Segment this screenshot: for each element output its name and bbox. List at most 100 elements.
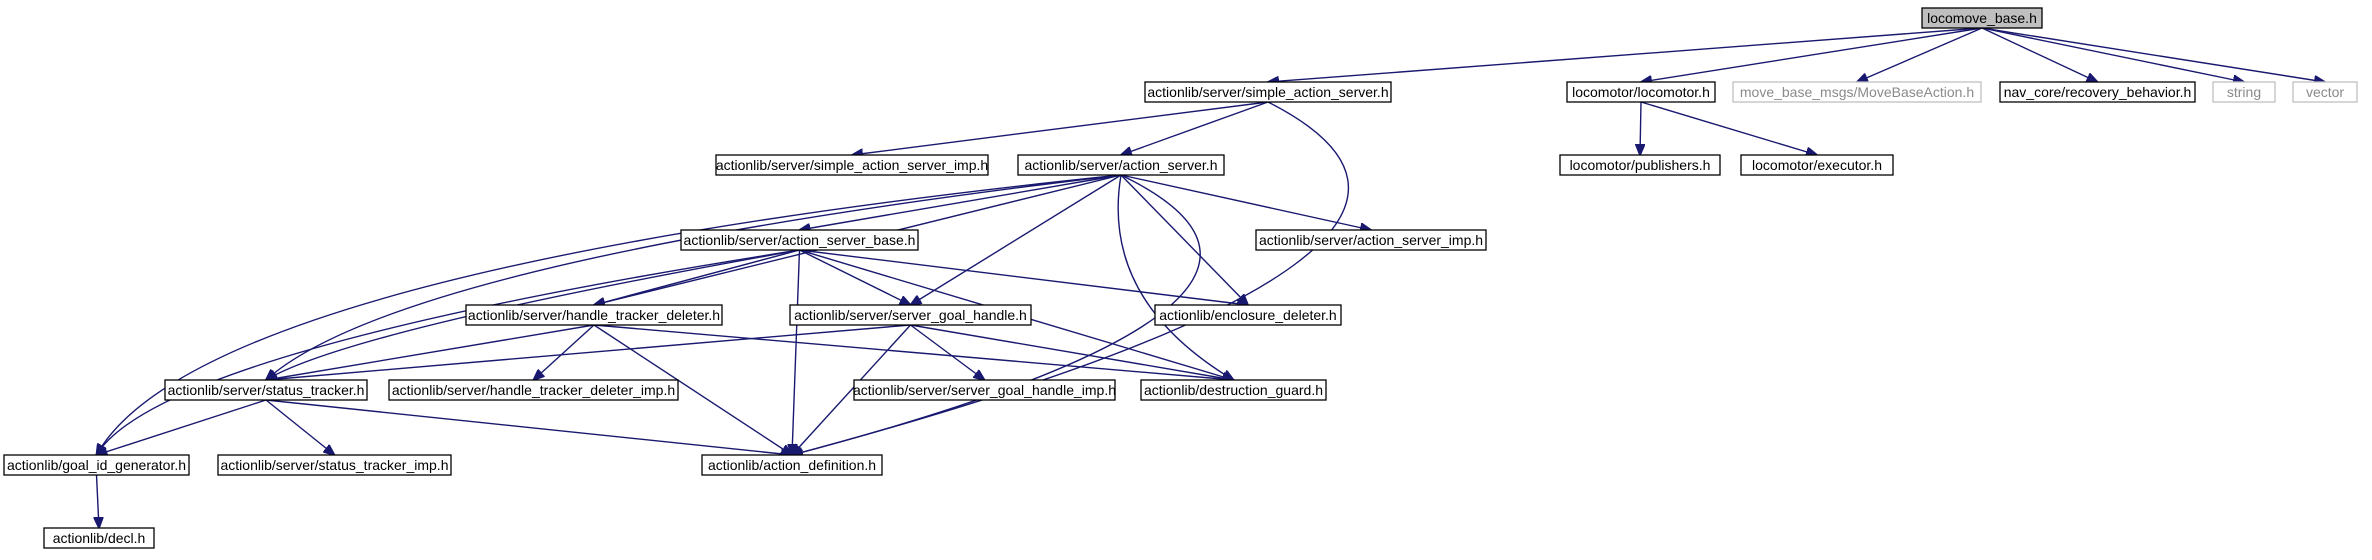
edge-action-server-h-to-destruction-guard-h [1117,174,1233,380]
node-label: locomotor/executor.h [1752,157,1882,173]
node-server-goal-handle-imp-h[interactable]: actionlib/server/server_goal_handle_imp.… [853,379,1116,401]
node-label: actionlib/destruction_guard.h [1144,382,1323,398]
node-goal-id-generator-h[interactable]: actionlib/goal_id_generator.h [3,454,190,476]
node-server-goal-handle-h[interactable]: actionlib/server/server_goal_handle.h [789,304,1032,326]
node-destruction-guard-h[interactable]: actionlib/destruction_guard.h [1140,379,1327,401]
node-publishers-h[interactable]: locomotor/publishers.h [1559,154,1721,176]
node-box [465,304,723,326]
node-simple-action-server-h[interactable]: actionlib/server/simple_action_server.h [1144,81,1392,103]
node-handle-tracker-deleter-imp-h[interactable]: actionlib/server/handle_tracker_deleter_… [388,379,679,401]
node-box [2212,81,2276,103]
edge-handle-tracker-deleter-h-to-destruction-guard-h [593,324,1234,380]
node-action-server-h[interactable]: actionlib/server/action_server.h [1017,154,1225,176]
edge-simple-action-server-h-to-simple-action-server-imp-h [852,101,1269,155]
edge-handle-tracker-deleter-h-to-handle-tracker-deleter-imp-h [534,324,595,380]
edge-locomove-base-h-to-simple-action-server-h [1268,27,1983,82]
node-box [789,304,1032,326]
edge-status-tracker-h-to-action-definition-h [265,399,792,455]
node-locomove-base-h[interactable]: locomove_base.h [1921,7,2043,29]
edge-action-server-h-to-action-server-imp-h [1120,174,1371,230]
node-label: actionlib/server/handle_tracker_deleter_… [392,382,675,398]
node-executor-h[interactable]: locomotor/executor.h [1740,154,1894,176]
node-action-definition-h[interactable]: actionlib/action_definition.h [701,454,883,476]
edge-handle-tracker-deleter-h-to-status-tracker-h [266,324,595,380]
node-status-tracker-h[interactable]: actionlib/server/status_tracker.h [164,379,368,401]
node-box [388,379,679,401]
edge-locomove-base-h-to-move-base-action-h [1857,27,1983,82]
edge-locomove-base-h-to-vector [1981,27,2325,82]
node-label: actionlib/server/status_tracker.h [168,382,365,398]
node-move-base-action-h[interactable]: move_base_msgs/MoveBaseAction.h [1732,81,1982,103]
node-label: move_base_msgs/MoveBaseAction.h [1740,84,1974,100]
node-label: actionlib/server/action_server_imp.h [1259,232,1483,248]
node-enclosure-deleter-h[interactable]: actionlib/enclosure_deleter.h [1154,304,1342,326]
node-label: locomove_base.h [1927,10,2037,26]
node-label: nav_core/recovery_behavior.h [2004,84,2192,100]
node-decl-h[interactable]: actionlib/decl.h [43,527,155,549]
node-label: actionlib/server/action_server_base.h [684,232,916,248]
node-label: locomotor/locomotor.h [1572,84,1710,100]
node-simple-action-server-imp-h[interactable]: actionlib/server/simple_action_server_im… [715,154,989,176]
edge-locomotor-h-to-publishers-h [1640,101,1641,155]
edge-server-goal-handle-h-to-status-tracker-h [266,324,911,380]
node-handle-tracker-deleter-h[interactable]: actionlib/server/handle_tracker_deleter.… [465,304,723,326]
edges-layer [97,27,2326,528]
node-box [1740,154,1894,176]
node-action-server-base-h[interactable]: actionlib/server/action_server_base.h [680,229,919,251]
node-action-server-imp-h[interactable]: actionlib/server/action_server_imp.h [1255,229,1487,251]
edge-action-server-base-h-to-handle-tracker-deleter-h [594,249,800,305]
node-box [1559,154,1721,176]
node-box [3,454,190,476]
node-box [164,379,368,401]
edge-action-server-base-h-to-goal-id-generator-h [97,249,800,455]
node-label: actionlib/server/simple_action_server_im… [716,157,988,173]
node-status-tracker-imp-h[interactable]: actionlib/server/status_tracker_imp.h [217,454,452,476]
node-label: actionlib/server/action_server.h [1025,157,1218,173]
edge-locomove-base-h-to-string [1981,27,2244,82]
node-box [1999,81,2196,103]
edge-status-tracker-h-to-status-tracker-imp-h [265,399,335,455]
node-label: actionlib/server/handle_tracker_deleter.… [468,307,720,323]
node-box [1144,81,1392,103]
node-box [1017,154,1225,176]
edge-simple-action-server-h-to-action-server-h [1121,101,1269,155]
node-recovery-behavior-h[interactable]: nav_core/recovery_behavior.h [1999,81,2196,103]
edge-action-server-base-h-to-enclosure-deleter-h [799,249,1249,305]
edge-action-server-base-h-to-server-goal-handle-h [799,249,911,305]
node-box [1140,379,1327,401]
node-label: actionlib/server/status_tracker_imp.h [221,457,449,473]
node-box [701,454,883,476]
node-box [2292,81,2358,103]
node-box [1732,81,1982,103]
node-box [680,229,919,251]
node-label: actionlib/server/server_goal_handle_imp.… [853,382,1116,398]
edge-action-server-base-h-to-status-tracker-h [266,249,800,380]
node-label: vector [2306,84,2344,100]
edge-server-goal-handle-h-to-action-definition-h [792,324,912,455]
node-label: string [2227,84,2261,100]
edge-locomotor-h-to-executor-h [1640,101,1817,155]
node-locomotor-h[interactable]: locomotor/locomotor.h [1566,81,1716,103]
node-label: actionlib/goal_id_generator.h [7,457,186,473]
edge-status-tracker-h-to-goal-id-generator-h [97,399,267,455]
edge-server-goal-handle-h-to-destruction-guard-h [910,324,1234,380]
node-box [1566,81,1716,103]
node-box [1921,7,2043,29]
node-box [217,454,452,476]
node-box [715,154,989,176]
node-label: actionlib/decl.h [53,530,146,546]
node-vector[interactable]: vector [2292,81,2358,103]
edge-handle-tracker-deleter-h-to-action-definition-h [593,324,792,455]
node-label: actionlib/server/simple_action_server.h [1147,84,1388,100]
node-box [1255,229,1487,251]
node-box [43,527,155,549]
node-string[interactable]: string [2212,81,2276,103]
edge-action-server-h-to-goal-id-generator-h [97,174,1122,455]
edge-action-server-h-to-status-tracker-h [266,174,1122,380]
edge-locomove-base-h-to-recovery-behavior-h [1981,27,2098,82]
node-box [853,379,1116,401]
edge-goal-id-generator-h-to-decl-h [97,474,100,528]
node-label: locomotor/publishers.h [1570,157,1711,173]
node-box [1154,304,1342,326]
